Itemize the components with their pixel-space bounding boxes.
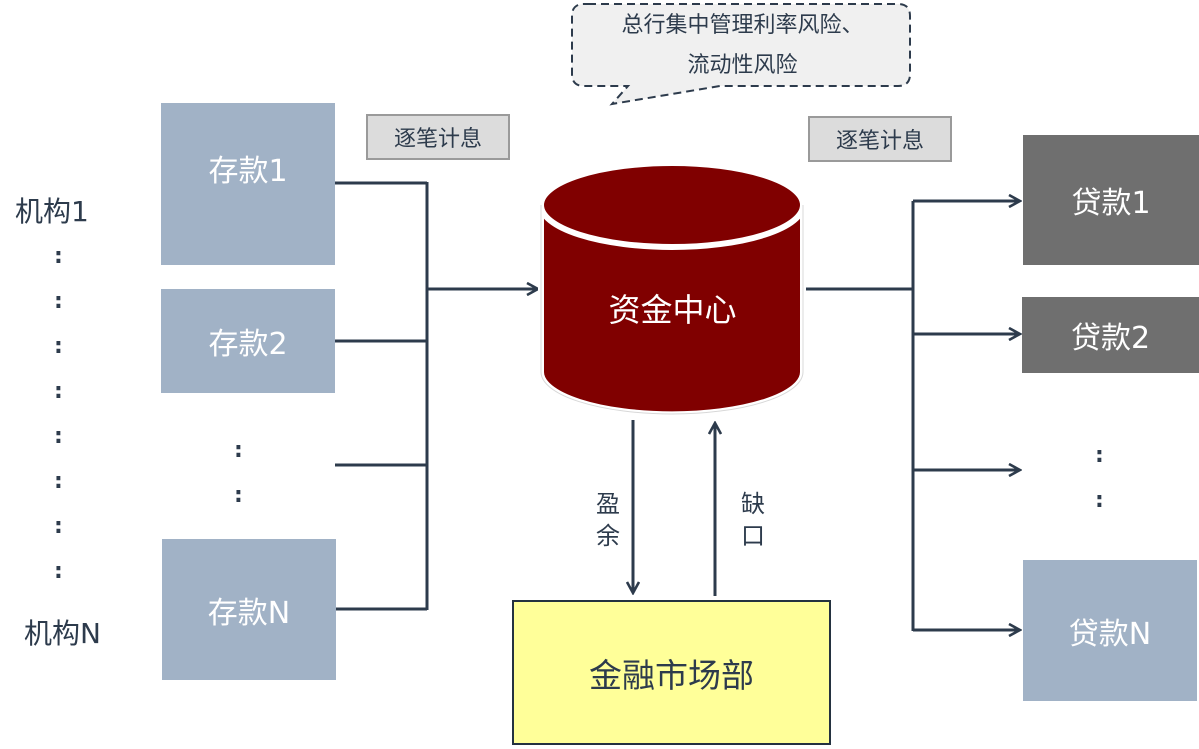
deposit-box-1[interactable]: 存款1 — [161, 103, 335, 265]
loan-ellipsis: : — [1095, 443, 1104, 468]
loan-box-1[interactable]: 贷款1 — [1023, 135, 1199, 265]
ellipsis-dot: : — [54, 424, 63, 449]
callout-line-1: 总行集中管理利率风险、 — [621, 13, 864, 38]
market-flows — [633, 420, 715, 596]
institution-last: 机构N — [24, 617, 101, 650]
financial-market-dept-label: 金融市场部 — [589, 655, 754, 695]
callout-line-2: 流动性风险 — [687, 53, 798, 78]
deposit-label: 存款2 — [208, 327, 288, 362]
institution-first: 机构1 — [15, 195, 89, 228]
gap-label: 缺口 — [741, 490, 765, 550]
ellipsis-dot: : — [54, 559, 63, 584]
ellipsis-dot: : — [54, 469, 63, 494]
ellipsis-dot: : — [54, 334, 63, 359]
interest-tag-right: 逐笔计息 — [808, 116, 952, 162]
ellipsis-dot: : — [54, 379, 63, 404]
loan-label: 贷款N — [1068, 616, 1152, 652]
deposit-box-n[interactable]: 存款N — [162, 539, 336, 680]
deposit-label: 存款1 — [208, 154, 288, 189]
callout-text: 总行集中管理利率风险、 流动性风险 — [575, 6, 910, 86]
ellipsis-dot: : — [54, 289, 63, 314]
loan-label: 贷款2 — [1070, 321, 1151, 356]
ellipsis-dot: : — [54, 514, 63, 539]
loan-ellipsis: : — [1095, 488, 1104, 513]
loan-box-n[interactable]: 贷款N — [1023, 560, 1197, 701]
loan-label: 贷款1 — [1071, 186, 1151, 221]
fund-center-cylinder[interactable] — [538, 160, 806, 418]
deposit-ellipsis: : — [234, 483, 243, 508]
deposit-label: 存款N — [207, 595, 291, 631]
fund-center-label: 资金中心 — [608, 291, 737, 329]
loan-box-2[interactable]: 贷款2 — [1022, 297, 1199, 373]
deposit-box-2[interactable]: 存款2 — [161, 289, 335, 393]
deposit-ellipsis: : — [234, 438, 243, 463]
ellipsis-dot: : — [54, 244, 63, 269]
surplus-label: 盈余 — [596, 490, 620, 550]
interest-tag-left: 逐笔计息 — [366, 114, 510, 160]
callout-bubble — [571, 3, 911, 106]
financial-market-dept-box[interactable]: 金融市场部 — [512, 600, 831, 745]
deposit-connectors — [335, 181, 538, 611]
loan-connectors — [802, 201, 1020, 631]
